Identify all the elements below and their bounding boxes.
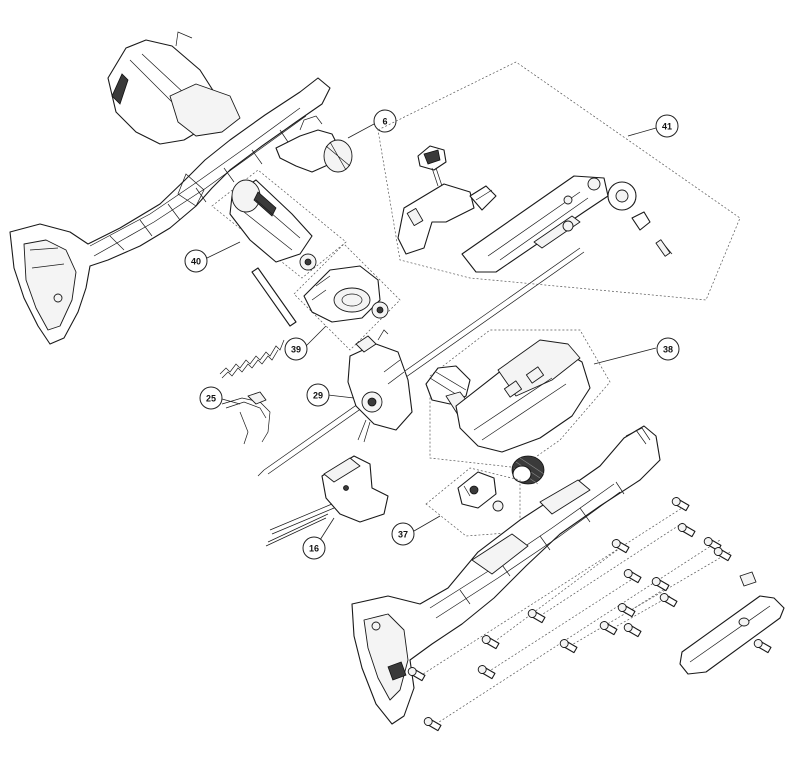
assembly-38	[425, 329, 611, 485]
callout-label-41: 41	[662, 122, 672, 132]
callout-label-37: 37	[398, 530, 408, 540]
callout-label-16: 16	[309, 544, 319, 554]
callout-40: 40	[184, 241, 241, 273]
lower-housing-half	[351, 425, 661, 725]
callout-38: 38	[593, 337, 680, 365]
long-guide-wires	[257, 247, 585, 477]
part-25-clip	[221, 391, 271, 445]
upper-housing-half	[9, 31, 331, 345]
assembly-41	[377, 61, 741, 301]
screws	[407, 497, 772, 732]
callout-label-38: 38	[663, 345, 673, 355]
callout-29: 29	[306, 383, 355, 407]
gear-housing-39	[293, 243, 401, 351]
compression-spring	[219, 339, 285, 379]
callout-37: 37	[391, 515, 441, 546]
callout-6: 6	[347, 109, 397, 139]
motor-group-40	[211, 169, 347, 279]
part-29-switch	[347, 329, 413, 443]
callout-39: 39	[284, 325, 327, 361]
callout-label-39: 39	[291, 345, 301, 355]
callout-41: 41	[627, 114, 679, 138]
callout-25: 25	[199, 386, 241, 410]
part-16-terminal	[265, 455, 389, 547]
callout-label-29: 29	[313, 391, 323, 401]
callout-label-40: 40	[191, 257, 201, 267]
guide-rod	[251, 267, 297, 327]
callout-16: 16	[302, 517, 335, 560]
callout-label-25: 25	[206, 394, 216, 404]
callout-label-6: 6	[382, 117, 387, 127]
cover-plate	[679, 571, 785, 675]
part-6-bracket	[275, 115, 353, 173]
part-37-selector	[425, 467, 521, 537]
